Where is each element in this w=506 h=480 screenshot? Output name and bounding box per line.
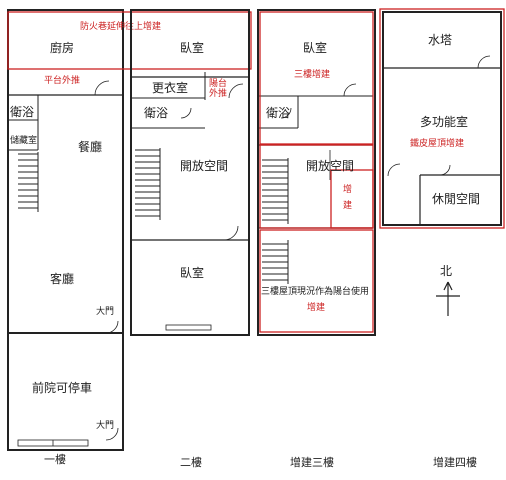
roof-note-addition-label: 增建 [307, 301, 325, 313]
main-door-label: 大門 [96, 305, 114, 317]
living-label: 客廳 [50, 271, 74, 286]
floor3-open-space-label: 開放空間 [306, 158, 354, 173]
gate-label: 大門 [96, 419, 114, 431]
floor3-stairs [262, 158, 289, 284]
leisure-label: 休閒空間 [432, 192, 480, 206]
balcony-label-1: 陽台 [209, 77, 227, 89]
dining-label: 餐廳 [78, 139, 102, 154]
floor2-stairs [135, 148, 161, 220]
floor3-title: 增建三樓 [290, 455, 334, 469]
floor1-stairs [18, 152, 39, 212]
fire-lane-label: 防火巷延伸往上增建 [80, 20, 161, 32]
floor3-addition-1: 增 [343, 183, 352, 195]
floor2-bedroom-front-label: 臥室 [180, 40, 204, 55]
closet-label: 更衣室 [152, 80, 188, 95]
multi-room-label: 多功能室 [420, 114, 468, 129]
floor3-addition-2: 建 [343, 199, 352, 211]
floor2-bedroom-back-label: 臥室 [180, 265, 204, 280]
water-tower-label: 水塔 [428, 33, 452, 47]
kitchen-label: 廚房 [50, 40, 74, 55]
floor1-fire-lane-box [7, 11, 252, 70]
north-arrow-icon [436, 281, 460, 316]
steel-roof-label: 鐵皮屋頂增建 [410, 137, 464, 149]
floor2-open-space-label: 開放空間 [180, 158, 228, 173]
floor1-plan [7, 9, 124, 451]
third-floor-addition-label: 三樓增建 [294, 68, 330, 80]
north-label: 北 [440, 264, 452, 278]
floor2-plan [130, 9, 250, 336]
floor4-plan [382, 11, 502, 226]
floor4-steel-roof-box [379, 8, 505, 229]
balcony-label-2: 外推 [209, 87, 227, 99]
storage-label: 儲藏室 [10, 134, 37, 146]
floor3-bedroom-label: 臥室 [303, 40, 327, 55]
floor1-title: 一樓 [44, 452, 66, 466]
platform-label: 平台外推 [44, 74, 80, 86]
roof-note-label: 三樓屋頂現況作為陽台使用 [261, 285, 369, 297]
floor4-title: 增建四樓 [433, 455, 477, 469]
floor3-addition-boxes [259, 11, 374, 333]
floor3-bath-label: 衛浴 [266, 106, 290, 120]
front-yard-label: 前院可停車 [32, 380, 92, 395]
floor1-bath-label: 衛浴 [10, 105, 34, 119]
floor2-bath-label: 衛浴 [144, 106, 168, 120]
floor2-title: 二樓 [180, 455, 202, 469]
